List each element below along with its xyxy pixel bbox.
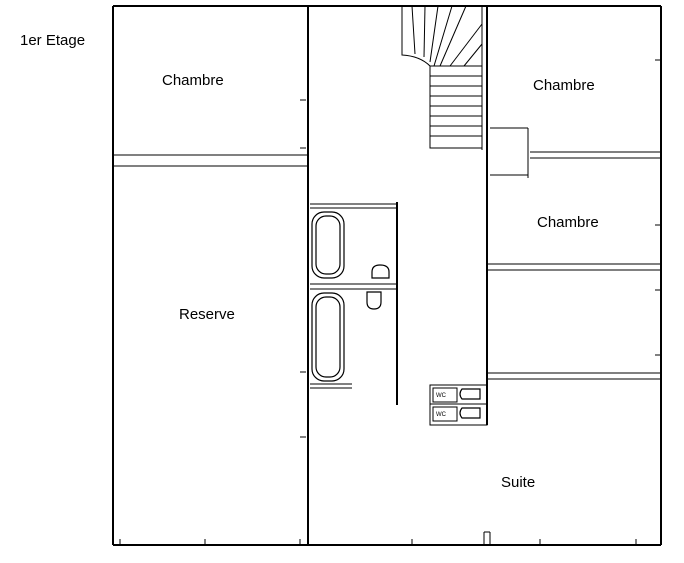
- room-label-reserve: Reserve: [179, 306, 235, 323]
- bottom-ticks: [119, 539, 637, 545]
- outer-walls: [112, 5, 662, 546]
- room-label-chambre-top-left: Chambre: [162, 72, 224, 89]
- floor-label: 1er Etage: [20, 32, 85, 49]
- room-label-suite: Suite: [501, 474, 535, 491]
- room-label-chambre-middle-right: Chambre: [537, 214, 599, 231]
- wc-block: WC WC: [429, 384, 488, 426]
- room-label-chambre-top-right: Chambre: [533, 77, 595, 94]
- closet: [490, 127, 529, 178]
- staircase: [401, 5, 483, 149]
- wc-label-2: WC: [436, 412, 447, 418]
- bathrooms: [310, 202, 398, 405]
- wc-label-1: WC: [436, 393, 447, 399]
- entrance-door: [483, 531, 491, 545]
- left-partitions: [113, 6, 309, 545]
